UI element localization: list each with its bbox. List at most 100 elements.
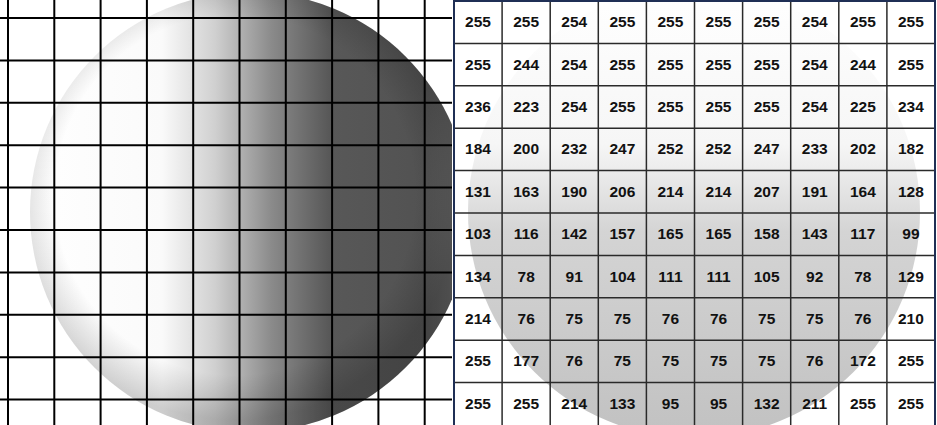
table-cell: 177 (503, 341, 549, 381)
table-cell: 105 (744, 256, 790, 296)
table-cell: 182 (888, 129, 934, 169)
table-cell: 95 (647, 384, 693, 424)
table-cell: 190 (551, 172, 597, 212)
table-cell: 128 (888, 172, 934, 212)
table-cell: 117 (840, 214, 886, 254)
table-cell: 165 (647, 214, 693, 254)
table-cell: 255 (647, 87, 693, 127)
table-cell: 255 (888, 384, 934, 424)
table-cell: 244 (503, 44, 549, 84)
table-cell: 254 (551, 44, 597, 84)
table-cell: 207 (744, 172, 790, 212)
table-cell: 142 (551, 214, 597, 254)
table-cell: 255 (696, 87, 742, 127)
table-cell: 95 (696, 384, 742, 424)
table-line (454, 212, 935, 214)
table-cell: 234 (888, 87, 934, 127)
table-cell: 165 (696, 214, 742, 254)
table-line (454, 127, 935, 129)
table-cell: 104 (599, 256, 645, 296)
table-line (454, 85, 935, 87)
table-cell: 76 (696, 299, 742, 339)
table-cell: 158 (744, 214, 790, 254)
table-cell: 163 (503, 172, 549, 212)
table-cell: 225 (840, 87, 886, 127)
table-cell: 103 (455, 214, 501, 254)
table-cell: 255 (455, 341, 501, 381)
table-cell: 255 (840, 384, 886, 424)
table-cell: 78 (503, 256, 549, 296)
table-cell: 134 (455, 256, 501, 296)
table-cell: 252 (647, 129, 693, 169)
table-cell: 247 (599, 129, 645, 169)
table-cell: 254 (792, 87, 838, 127)
table-line (454, 255, 935, 257)
table-cell: 75 (647, 341, 693, 381)
table-cell: 247 (744, 129, 790, 169)
table-cell: 116 (503, 214, 549, 254)
table-cell: 255 (599, 44, 645, 84)
table-cell: 244 (840, 44, 886, 84)
table-cell: 254 (551, 2, 597, 42)
table-cell: 191 (792, 172, 838, 212)
table-cell: 200 (503, 129, 549, 169)
table-cell: 75 (744, 341, 790, 381)
table-cell: 255 (744, 44, 790, 84)
table-cell: 75 (551, 299, 597, 339)
table-cell: 255 (599, 2, 645, 42)
table-cell: 255 (888, 2, 934, 42)
table-cell: 75 (792, 299, 838, 339)
table-cell: 131 (455, 172, 501, 212)
table-cell: 255 (599, 87, 645, 127)
table-cell: 76 (551, 341, 597, 381)
table-cell: 75 (599, 299, 645, 339)
table-cell: 254 (551, 87, 597, 127)
table-line (454, 170, 935, 172)
table-cell: 172 (840, 341, 886, 381)
table-cell: 75 (599, 341, 645, 381)
table-cell: 75 (744, 299, 790, 339)
table-cell: 99 (888, 214, 934, 254)
table-cell: 255 (455, 44, 501, 84)
table-cell: 214 (551, 384, 597, 424)
table-cell: 132 (744, 384, 790, 424)
table-cell: 223 (503, 87, 549, 127)
table-cell: 233 (792, 129, 838, 169)
table-cell: 255 (503, 384, 549, 424)
table-cell: 254 (792, 44, 838, 84)
table-cell: 214 (696, 172, 742, 212)
table-cell: 92 (792, 256, 838, 296)
table-cell: 255 (744, 2, 790, 42)
table-cell: 78 (840, 256, 886, 296)
table-cell: 255 (744, 87, 790, 127)
table-cell: 236 (455, 87, 501, 127)
table-cell: 76 (503, 299, 549, 339)
table-cell: 255 (455, 384, 501, 424)
table-line (454, 43, 935, 45)
table-cell: 91 (551, 256, 597, 296)
table-cell: 255 (888, 44, 934, 84)
table-cell: 76 (792, 341, 838, 381)
table-cell: 157 (599, 214, 645, 254)
table-cell: 143 (792, 214, 838, 254)
table-line (454, 382, 935, 384)
table-cell: 111 (696, 256, 742, 296)
table-cell: 214 (647, 172, 693, 212)
table-cell: 111 (647, 256, 693, 296)
table-cell: 211 (792, 384, 838, 424)
table-cell: 184 (455, 129, 501, 169)
table-cell: 255 (840, 2, 886, 42)
table-cell: 255 (647, 44, 693, 84)
table-cell: 252 (696, 129, 742, 169)
table-line (454, 339, 935, 341)
table-cell: 255 (455, 2, 501, 42)
table-cell: 255 (696, 2, 742, 42)
table-line (454, 297, 935, 299)
table-cell: 133 (599, 384, 645, 424)
table-cell: 254 (792, 2, 838, 42)
table-cell: 202 (840, 129, 886, 169)
table-cell: 76 (840, 299, 886, 339)
table-cell: 255 (888, 341, 934, 381)
table-cell: 75 (696, 341, 742, 381)
